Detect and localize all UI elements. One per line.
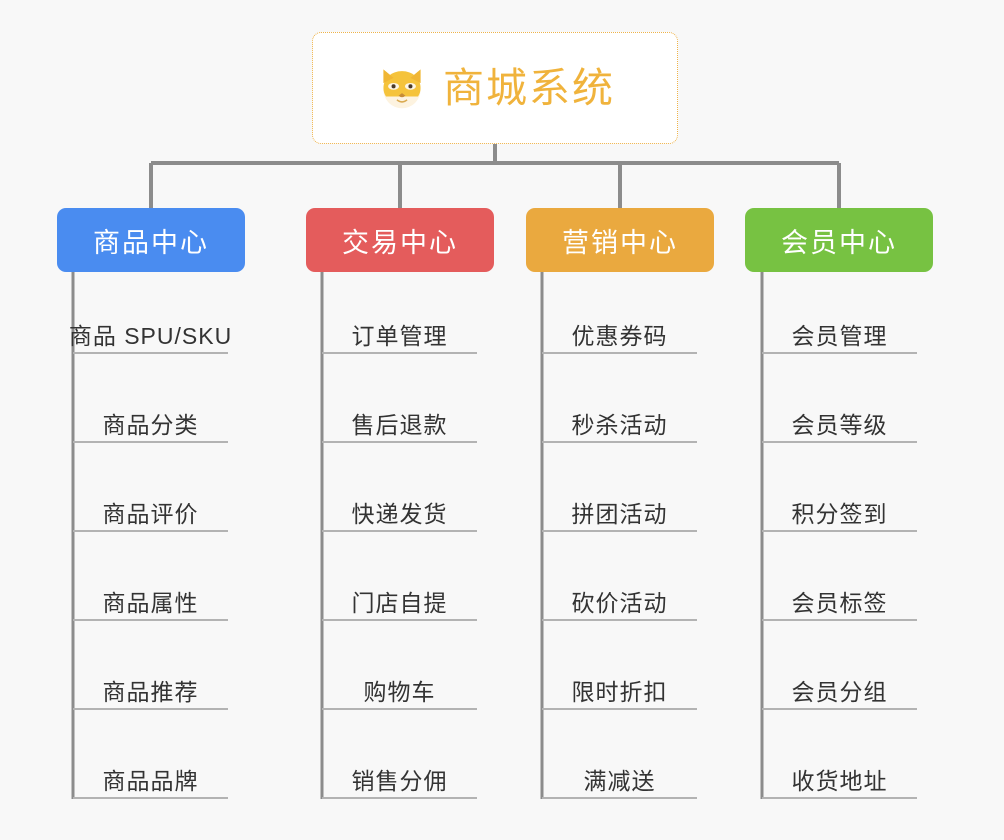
leaf-item-label: 优惠券码	[571, 322, 668, 349]
leaf-item[interactable]: 商品评价	[73, 488, 228, 532]
leaf-item[interactable]: 商品品牌	[73, 755, 228, 799]
leaf-item[interactable]: 满减送	[542, 755, 697, 799]
leaf-item-label: 会员管理	[791, 322, 888, 349]
leaf-item[interactable]: 积分签到	[762, 488, 917, 532]
leaf-item-label: 商品 SPU/SKU	[68, 322, 233, 349]
leaf-item[interactable]: 拼团活动	[542, 488, 697, 532]
leaf-item[interactable]: 会员分组	[762, 666, 917, 710]
leaf-item[interactable]: 砍价活动	[542, 577, 697, 621]
leaf-item-label: 会员标签	[791, 589, 888, 616]
leaf-item[interactable]: 销售分佣	[322, 755, 477, 799]
leaf-item[interactable]: 购物车	[322, 666, 477, 710]
leaf-item-label: 拼团活动	[571, 500, 668, 527]
category-header-label: 交易中心	[342, 227, 458, 258]
leaf-item-label: 限时折扣	[571, 678, 668, 705]
leaf-item[interactable]: 优惠券码	[542, 310, 697, 354]
leaf-item-label: 会员等级	[791, 411, 888, 438]
leaf-item-label: 商品分类	[102, 411, 199, 438]
category-header-2[interactable]: 交易中心	[306, 208, 494, 272]
leaf-item-label: 售后退款	[351, 411, 448, 438]
leaf-item-label: 商品品牌	[102, 767, 199, 794]
leaf-item[interactable]: 秒杀活动	[542, 399, 697, 443]
leaf-item[interactable]: 商品 SPU/SKU	[69, 310, 231, 354]
leaf-item-label: 销售分佣	[351, 767, 448, 794]
leaf-item-label: 购物车	[363, 678, 436, 705]
leaf-item-label: 秒杀活动	[571, 411, 668, 438]
leaf-item-label: 快递发货	[351, 500, 448, 527]
leaf-item[interactable]: 限时折扣	[542, 666, 697, 710]
leaf-item-label: 满减送	[583, 767, 656, 794]
leaf-item-label: 积分签到	[791, 500, 888, 527]
leaf-item-label: 商品评价	[102, 500, 199, 527]
shiba-dog-emoji	[383, 69, 421, 109]
leaf-item[interactable]: 商品推荐	[73, 666, 228, 710]
leaf-item-label: 商品属性	[102, 589, 199, 616]
leaf-item[interactable]: 收货地址	[762, 755, 917, 799]
leaf-item-label: 商品推荐	[102, 678, 199, 705]
leaf-item-label: 收货地址	[791, 767, 888, 794]
leaf-item[interactable]: 订单管理	[322, 310, 477, 354]
category-header-4[interactable]: 会员中心	[745, 208, 933, 272]
leaf-item-label: 门店自提	[351, 589, 448, 616]
leaf-item[interactable]: 会员等级	[762, 399, 917, 443]
leaf-item[interactable]: 会员标签	[762, 577, 917, 621]
category-header-1[interactable]: 商品中心	[57, 208, 245, 272]
root-title: 商城系统	[443, 64, 615, 111]
leaf-item-label: 会员分组	[791, 678, 888, 705]
leaf-item[interactable]: 门店自提	[322, 577, 477, 621]
leaf-item[interactable]: 商品属性	[73, 577, 228, 621]
category-header-label: 会员中心	[781, 227, 897, 258]
root-node[interactable]: 商城系统	[312, 32, 678, 144]
leaf-item-label: 砍价活动	[571, 589, 668, 616]
category-header-label: 商品中心	[93, 227, 209, 258]
leaf-item[interactable]: 快递发货	[322, 488, 477, 532]
leaf-item[interactable]: 售后退款	[322, 399, 477, 443]
leaf-item-label: 订单管理	[351, 322, 448, 349]
leaf-item[interactable]: 商品分类	[73, 399, 228, 443]
category-header-label: 营销中心	[562, 227, 678, 258]
category-header-3[interactable]: 营销中心	[526, 208, 714, 272]
leaf-item[interactable]: 会员管理	[762, 310, 917, 354]
